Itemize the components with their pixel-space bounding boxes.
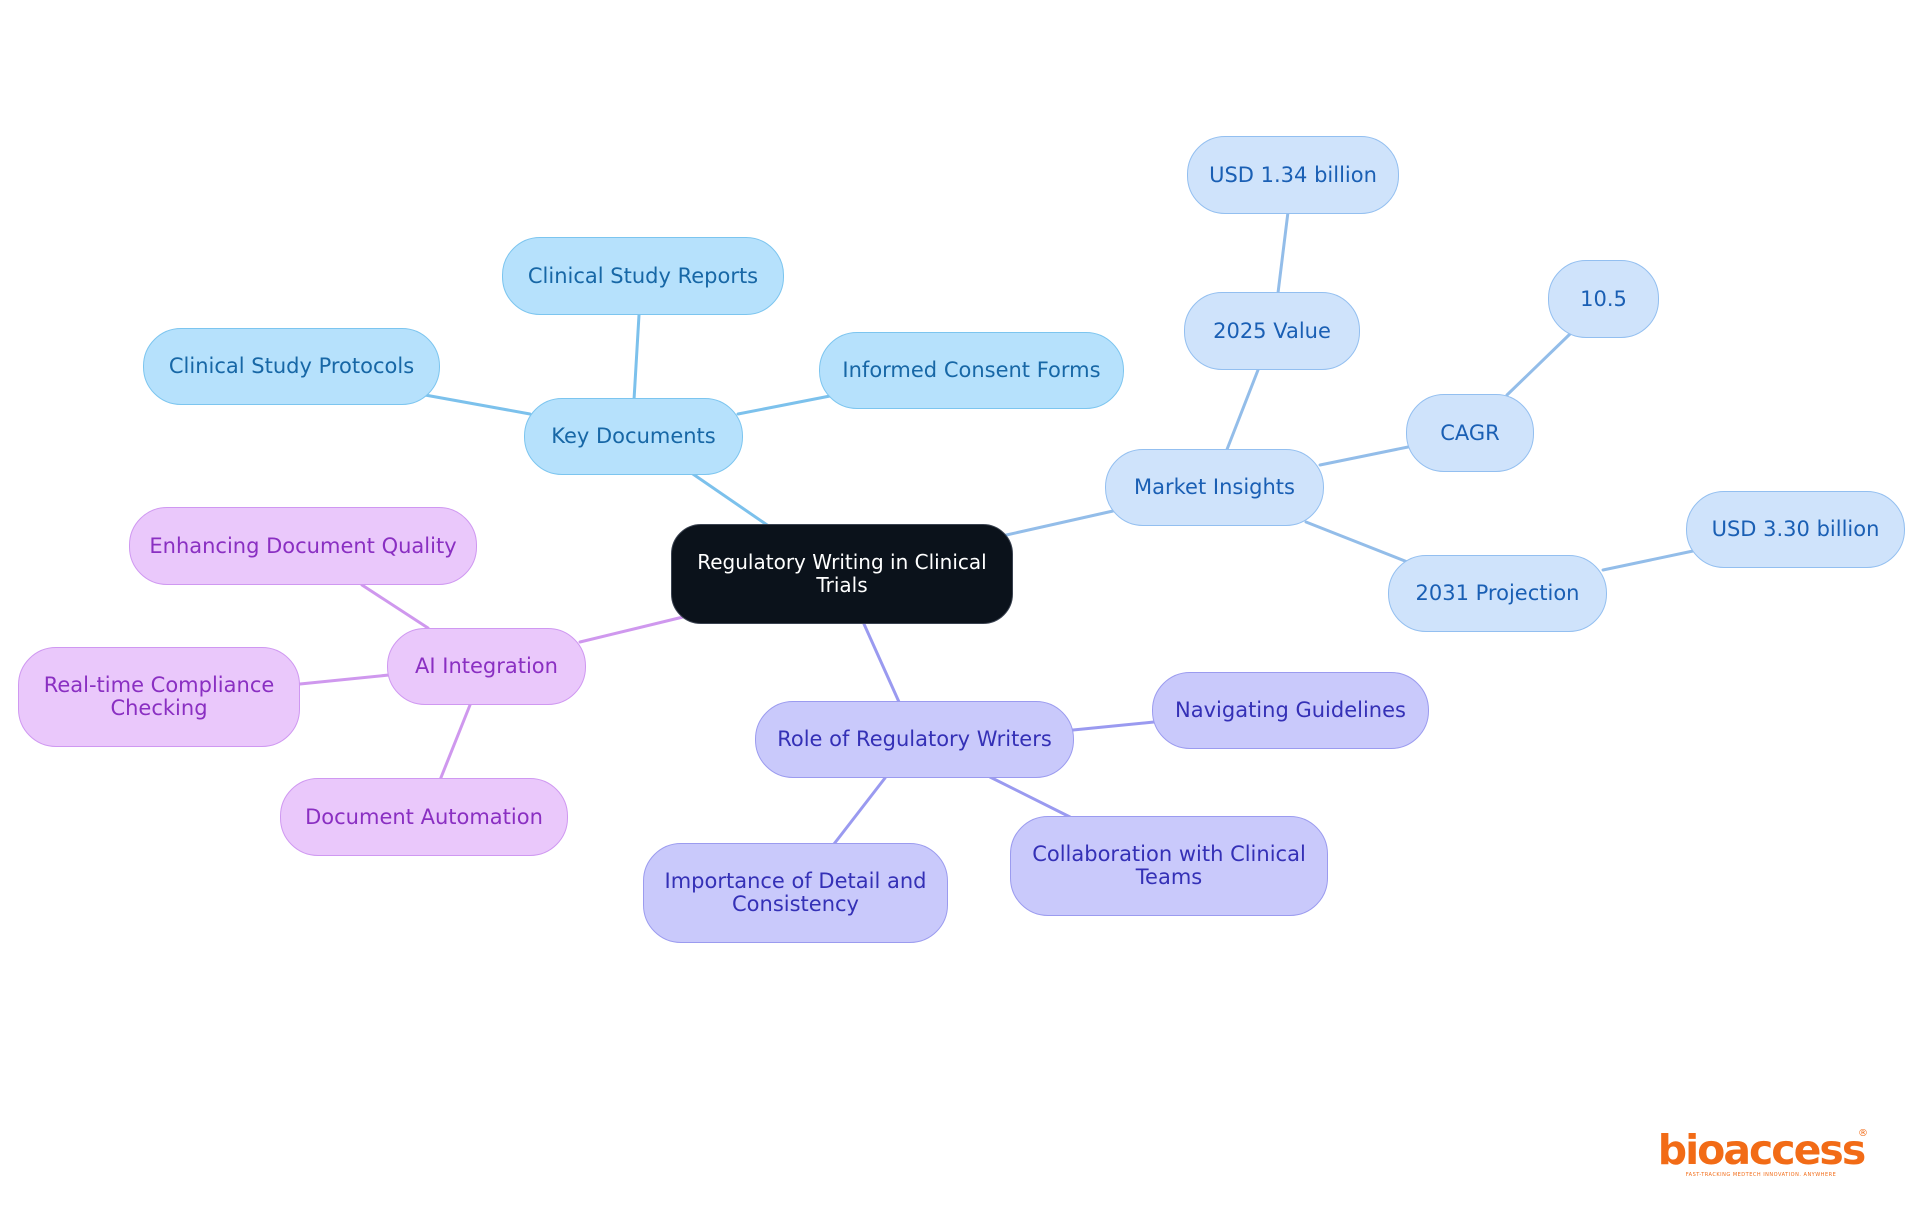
edge-ai-compliance xyxy=(298,673,391,686)
collaboration-with-clinical-teams-node[interactable]: Collaboration with Clinical Teams xyxy=(1010,816,1328,916)
usd-1-34-billion-label: USD 1.34 billion xyxy=(1209,162,1377,187)
edge-role-guidelines xyxy=(1071,720,1156,732)
clinical-study-protocols-label: Clinical Study Protocols xyxy=(168,354,415,378)
real-time-compliance-node[interactable]: Real-time Compliance Checking xyxy=(18,647,300,747)
logo-wordmark: bioaccess xyxy=(1657,1126,1866,1174)
enhancing-document-quality-node[interactable]: Enhancing Document Quality xyxy=(129,507,477,585)
role-of-regulatory-writers-label: Role of Regulatory Writers xyxy=(777,727,1052,751)
market-insights-label: Market Insights xyxy=(1134,475,1295,499)
key-documents-node[interactable]: Key Documents xyxy=(524,398,743,475)
edge-market-cagr xyxy=(1318,444,1415,467)
ai-integration-label: AI Integration xyxy=(415,654,558,678)
cagr-value-node[interactable]: 10.5 xyxy=(1548,260,1659,338)
edge-role-detail xyxy=(832,776,887,846)
navigating-guidelines-node[interactable]: Navigating Guidelines xyxy=(1152,672,1429,749)
edge-root-ai xyxy=(578,615,685,644)
edge-key-documents-reports xyxy=(632,313,641,402)
edge-role-collaboration xyxy=(988,775,1072,819)
edge-value-2025-usd xyxy=(1276,210,1290,295)
edge-cagr-value xyxy=(1505,332,1572,397)
informed-consent-forms-node[interactable]: Informed Consent Forms xyxy=(819,332,1124,409)
usd-1-34-billion-node[interactable]: USD 1.34 billion xyxy=(1187,136,1399,214)
clinical-study-reports-label: Clinical Study Reports xyxy=(527,263,759,288)
projection-2031-node[interactable]: 2031 Projection xyxy=(1388,555,1607,632)
cagr-value-label: 10.5 xyxy=(1580,286,1627,311)
document-automation-label: Document Automation xyxy=(305,804,543,829)
informed-consent-forms-label: Informed Consent Forms xyxy=(842,358,1101,382)
value-2025-label: 2025 Value xyxy=(1213,318,1331,343)
cagr-node[interactable]: CAGR xyxy=(1406,394,1534,472)
projection-2031-label: 2031 Projection xyxy=(1415,581,1580,605)
ai-integration-node[interactable]: AI Integration xyxy=(387,628,586,705)
logo-registered-mark: ® xyxy=(1858,1128,1868,1139)
logo-tagline: FAST-TRACKING MEDTECH INNOVATION. ANYWHE… xyxy=(1685,1172,1837,1178)
edge-projection-usd xyxy=(1601,549,1695,572)
edge-key-documents-protocols xyxy=(423,393,532,416)
importance-of-detail-label: Importance of Detail and Consistency xyxy=(664,869,927,916)
root-node[interactable]: Regulatory Writing in Clinical Trials xyxy=(671,524,1013,624)
market-insights-node[interactable]: Market Insights xyxy=(1105,449,1324,526)
role-of-regulatory-writers-node[interactable]: Role of Regulatory Writers xyxy=(755,701,1074,778)
usd-3-30-billion-node[interactable]: USD 3.30 billion xyxy=(1686,491,1905,568)
importance-of-detail-node[interactable]: Importance of Detail and Consistency xyxy=(643,843,948,943)
edge-root-role xyxy=(862,622,901,704)
cagr-label: CAGR xyxy=(1440,420,1500,445)
value-2025-node[interactable]: 2025 Value xyxy=(1184,292,1360,370)
edge-root-market-insights xyxy=(1000,509,1115,538)
edge-market-projection xyxy=(1304,520,1412,565)
navigating-guidelines-label: Navigating Guidelines xyxy=(1175,698,1406,722)
collaboration-with-clinical-teams-label: Collaboration with Clinical Teams xyxy=(1032,842,1306,889)
edge-ai-automation xyxy=(438,703,472,782)
edge-market-value-2025 xyxy=(1224,368,1260,454)
bioaccess-logo: bioaccess ® FAST-TRACKING MEDTECH INNOVA… xyxy=(1652,1128,1870,1180)
edge-key-documents-consent xyxy=(736,394,832,416)
enhancing-document-quality-label: Enhancing Document Quality xyxy=(149,533,457,558)
usd-3-30-billion-label: USD 3.30 billion xyxy=(1711,517,1880,541)
clinical-study-protocols-node[interactable]: Clinical Study Protocols xyxy=(143,328,440,405)
real-time-compliance-label: Real-time Compliance Checking xyxy=(43,673,275,720)
edge-root-key-documents xyxy=(688,470,772,529)
document-automation-node[interactable]: Document Automation xyxy=(280,778,568,856)
clinical-study-reports-node[interactable]: Clinical Study Reports xyxy=(502,237,784,315)
key-documents-label: Key Documents xyxy=(551,424,716,448)
edge-ai-quality xyxy=(360,583,430,630)
root-label: Regulatory Writing in Clinical Trials xyxy=(697,550,987,597)
